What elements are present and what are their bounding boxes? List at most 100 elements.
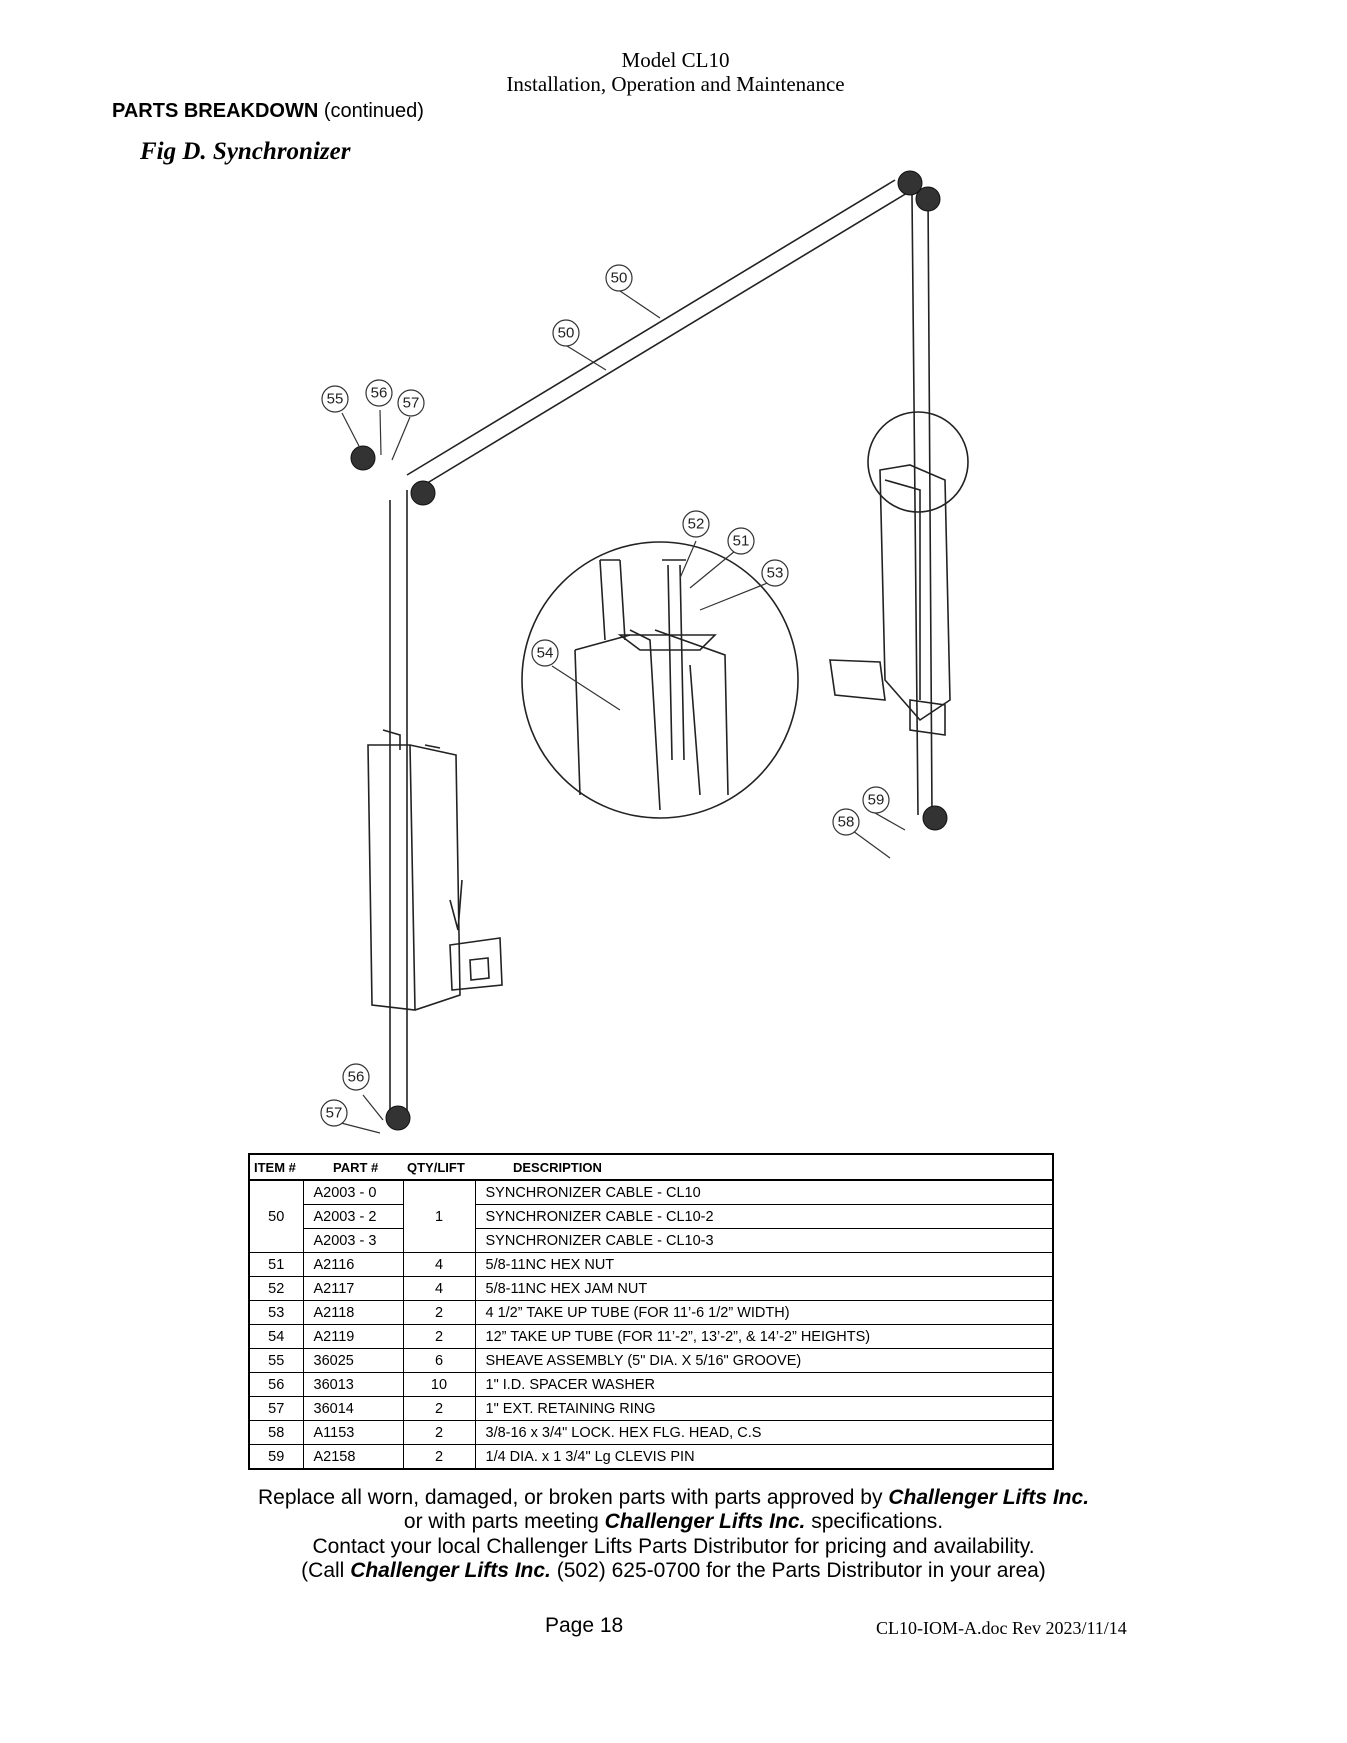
header-subtitle: Installation, Operation and Maintenance — [506, 72, 845, 96]
qty-cell: 4 — [402, 1276, 476, 1301]
callout-53: 53 — [761, 559, 789, 587]
header-qty: QTY/LIFT — [403, 1154, 475, 1181]
note-line-2: or with parts meeting Challenger Lifts I… — [0, 1510, 1347, 1534]
table-row: 54 A2119 2 12” TAKE UP TUBE (FOR 11’-2”,… — [248, 1324, 1054, 1349]
header-part: PART # — [303, 1154, 403, 1181]
callout-56-bottom: 56 — [342, 1063, 370, 1091]
desc-cell: 12” TAKE UP TUBE (FOR 11’-2”, 13’-2”, & … — [474, 1324, 1054, 1349]
table-row: 55 36025 6 SHEAVE ASSEMBLY (5" DIA. X 5/… — [248, 1348, 1054, 1373]
leader-lines — [340, 290, 906, 1134]
desc-cell: 4 1/2” TAKE UP TUBE (FOR 11’-6 1/2” WIDT… — [474, 1300, 1054, 1325]
qty-cell: 1 — [402, 1179, 476, 1253]
item-cell: 56 — [248, 1372, 304, 1397]
brand-name: Challenger Lifts Inc. — [888, 1486, 1090, 1509]
section-title: PARTS BREAKDOWN — [112, 100, 319, 122]
right-column-foot — [829, 659, 946, 736]
table-row: 59 A2158 2 1/4 DIA. x 1 3/4" Lg CLEVIS P… — [248, 1444, 1054, 1470]
sheave-bottom-right-icon — [922, 805, 948, 831]
item-cell: 50 — [248, 1179, 304, 1253]
part-cell: A2119 — [302, 1324, 404, 1349]
desc-cell: SYNCHRONIZER CABLE - CL10-3 — [474, 1228, 1054, 1253]
sheave-bottom-left-icon — [385, 1105, 411, 1131]
part-cell: A2117 — [302, 1276, 404, 1301]
desc-cell: SYNCHRONIZER CABLE - CL10-2 — [474, 1204, 1054, 1229]
part-cell: A1153 — [302, 1420, 404, 1445]
sheave-top-left-icon — [897, 170, 923, 196]
header-item: ITEM # — [249, 1154, 303, 1181]
table-row: 52 A2117 4 5/8-11NC HEX JAM NUT — [248, 1276, 1054, 1301]
note-text: (Call — [301, 1559, 345, 1582]
part-cell: 36025 — [302, 1348, 404, 1373]
svg-text:50: 50 — [558, 325, 575, 342]
svg-text:52: 52 — [688, 516, 705, 533]
item-cell: 57 — [248, 1396, 304, 1421]
left-column-brace — [449, 879, 463, 931]
note-text: or with parts meeting — [403, 1510, 599, 1533]
figure-title: Fig D. Synchronizer — [140, 138, 351, 165]
callout-57-bottom: 57 — [320, 1099, 348, 1127]
svg-text:59: 59 — [868, 792, 885, 809]
callout-56-top: 56 — [365, 379, 393, 407]
callout-50-upper: 50 — [605, 264, 633, 292]
cable-right — [911, 194, 933, 816]
callout-52: 52 — [682, 510, 710, 538]
detail-column — [574, 629, 729, 811]
note-line-3: Contact your local Challenger Lifts Part… — [312, 1535, 1035, 1558]
table-row: 57 36014 2 1" EXT. RETAINING RING — [248, 1396, 1054, 1421]
svg-text:50: 50 — [611, 270, 628, 287]
qty-cell: 2 — [402, 1300, 476, 1325]
desc-cell: 5/8-11NC HEX JAM NUT — [474, 1276, 1054, 1301]
table-row: 58 A1153 2 3/8-16 x 3/4" LOCK. HEX FLG. … — [248, 1420, 1054, 1445]
desc-cell: 1/4 DIA. x 1 3/4" Lg CLEVIS PIN — [474, 1444, 1054, 1470]
svg-text:57: 57 — [403, 395, 420, 412]
svg-text:58: 58 — [838, 814, 855, 831]
svg-text:54: 54 — [537, 645, 554, 662]
desc-cell: 1" EXT. RETAINING RING — [474, 1396, 1054, 1421]
detail-bracket — [617, 634, 717, 651]
part-cell: A2003 - 0 — [302, 1179, 404, 1205]
desc-cell: SYNCHRONIZER CABLE - CL10 — [474, 1179, 1054, 1205]
part-cell: A2003 - 3 — [302, 1228, 404, 1253]
item-cell: 54 — [248, 1324, 304, 1349]
detail-view-circle — [521, 541, 799, 819]
item-cell: 55 — [248, 1348, 304, 1373]
callout-55: 55 — [321, 385, 349, 413]
cable-top-outer — [406, 179, 896, 476]
sheave-mid-left-icon — [410, 480, 436, 506]
part-cell: 36014 — [302, 1396, 404, 1421]
brand-name: Challenger Lifts Inc. — [604, 1510, 806, 1533]
item-cell: 53 — [248, 1300, 304, 1325]
svg-text:55: 55 — [327, 391, 344, 408]
qty-cell: 2 — [402, 1420, 476, 1445]
sheave-top-right-icon — [915, 186, 941, 212]
callout-58: 58 — [832, 808, 860, 836]
qty-cell: 2 — [402, 1396, 476, 1421]
part-cell: A2118 — [302, 1300, 404, 1325]
brand-name: Challenger Lifts Inc. — [350, 1559, 551, 1582]
svg-text:57: 57 — [326, 1105, 343, 1122]
callout-59: 59 — [862, 786, 890, 814]
desc-cell: 1" I.D. SPACER WASHER — [474, 1372, 1054, 1397]
callout-50-lower: 50 — [552, 319, 580, 347]
cable-top-inner — [423, 189, 913, 486]
table-row: A2003 - 2 SYNCHRONIZER CABLE - CL10-2 — [249, 1204, 1054, 1229]
document-reference: CL10-IOM-A.doc Rev 2023/11/14 — [876, 1618, 1127, 1638]
part-cell: A2003 - 2 — [302, 1204, 404, 1229]
table-row: 53 A2118 2 4 1/2” TAKE UP TUBE (FOR 11’-… — [248, 1300, 1054, 1325]
synchronizer-diagram: 50 50 55 56 57 52 51 53 54 59 58 56 57 — [320, 170, 969, 1134]
callout-51: 51 — [727, 527, 755, 555]
item-cell: 58 — [248, 1420, 304, 1445]
item-cell: 52 — [248, 1276, 304, 1301]
table-row: 50 A2003 - 0 1 SYNCHRONIZER CABLE - CL10 — [248, 1179, 1054, 1253]
detail-take-up-tube — [662, 559, 686, 761]
right-detail-circle — [867, 411, 969, 513]
parts-table: ITEM # PART # QTY/LIFT DESCRIPTION 50 A2… — [248, 1153, 1054, 1470]
section-suffix: (continued) — [323, 100, 424, 122]
part-cell: A2158 — [302, 1444, 404, 1470]
table-row: 56 36013 10 1" I.D. SPACER WASHER — [248, 1372, 1054, 1397]
desc-cell: 5/8-11NC HEX NUT — [474, 1252, 1054, 1277]
qty-cell: 4 — [402, 1252, 476, 1277]
svg-text:56: 56 — [348, 1069, 365, 1086]
part-cell: 36013 — [302, 1372, 404, 1397]
qty-cell: 6 — [402, 1348, 476, 1373]
